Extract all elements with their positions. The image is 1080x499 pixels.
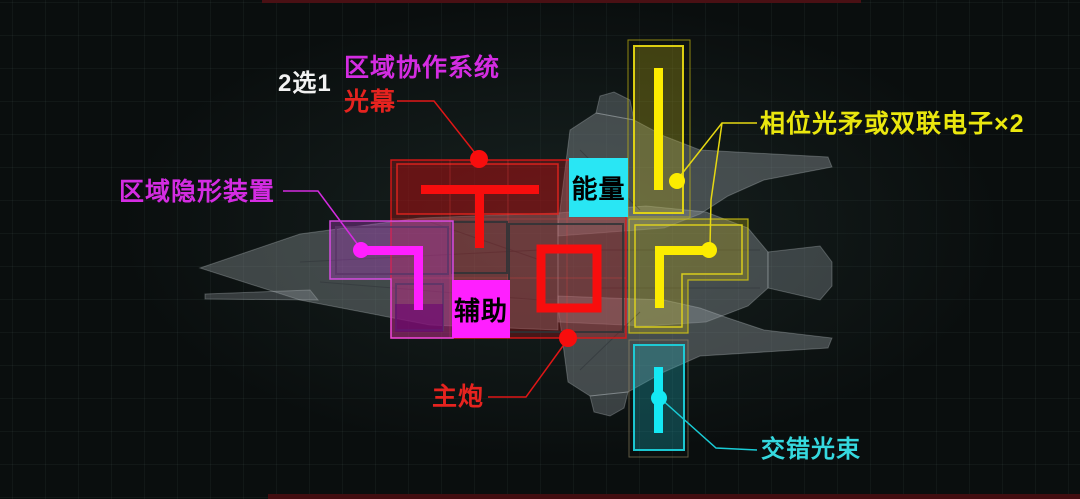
label-cross-beam: 交错光束: [761, 436, 861, 463]
label-light-screen: 光幕: [344, 88, 397, 116]
bottom-accent-bar: [268, 494, 1080, 499]
anchor-dot-stealth: [353, 242, 369, 258]
auxiliary-slot-label: 辅助: [453, 295, 508, 326]
region-yellow-elbow-outer: [628, 218, 749, 334]
anchor-dot-light-screen: [470, 150, 488, 168]
glyph-yellow-bar: [654, 68, 663, 190]
anchor-dot-main-gun: [559, 329, 577, 347]
glyph-yellow-elbow: [655, 246, 711, 308]
region-cyan-bottom-outer: [628, 339, 689, 458]
callout-line-cross-beam: [659, 397, 758, 451]
ship-nose-spike: [204, 289, 320, 301]
region-yellow-top-outer: [627, 39, 691, 218]
ship-lower-mast: [589, 391, 629, 417]
glyph-magenta-elbow: [361, 246, 423, 310]
label-area-stealth-device: 区域隐形装置: [119, 178, 276, 206]
energy-slot-label: 能量: [571, 174, 626, 204]
anchor-dot-cross-beam: [651, 390, 667, 406]
energy-slot-box: 能量: [569, 158, 628, 217]
label-area-coop-system: 区域协作系统: [344, 54, 501, 82]
region-yellow-elbow-inner: [634, 224, 743, 328]
ship-stern: [767, 245, 833, 301]
callout-line-stealth: [283, 190, 362, 250]
anchor-dot-phase-lower: [701, 242, 717, 258]
callout-line-phase-upper: [676, 122, 757, 181]
callout-line-phase-lower: [709, 122, 723, 248]
callout-line-light-screen: [397, 100, 480, 159]
callout-line-main-gun: [488, 338, 569, 398]
label-choice-note: 2选1: [278, 70, 332, 97]
anchor-dot-phase-upper: [669, 173, 685, 189]
glyph-red-t: [421, 185, 539, 248]
auxiliary-slot-box: 辅助: [452, 280, 510, 338]
top-accent-bar: [262, 0, 861, 3]
label-phase-lance: 相位光矛或双联电子×2: [760, 110, 1025, 138]
label-main-gun: 主炮: [432, 383, 485, 411]
glyph-red-square: [536, 244, 602, 313]
